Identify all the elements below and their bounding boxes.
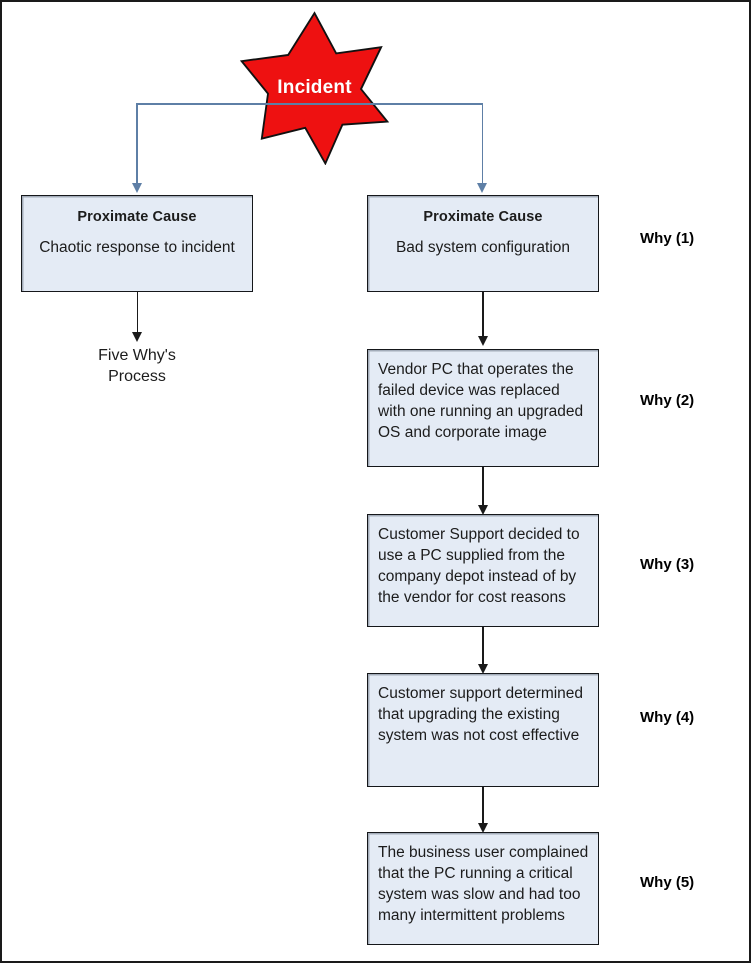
branch-connector-right-vertical (481, 103, 484, 185)
branch-connector-left-vertical (136, 103, 138, 185)
why-box-5-text: The business user complained that the PC… (378, 844, 589, 924)
why-box-2-text: Vendor PC that operates the failed devic… (378, 361, 584, 441)
why-box-2[interactable]: Vendor PC that operates the failed devic… (367, 349, 599, 467)
connector-why2-why3 (482, 467, 484, 513)
proximate-cause-right-body: Bad system configuration (395, 239, 571, 256)
connector-why4-why5 (482, 787, 484, 831)
proximate-cause-box-left[interactable]: Proximate Cause Chaotic response to inci… (21, 195, 253, 292)
proximate-cause-left-body: Chaotic response to incident (39, 239, 235, 256)
branch-arrowhead-left (131, 183, 142, 193)
why-label-4: Why (4) (640, 709, 695, 726)
arrowhead-why4 (477, 664, 488, 674)
five-whys-process-note: Five Why's Process (98, 347, 176, 385)
why-box-3-text: Customer Support decided to use a PC sup… (378, 526, 580, 606)
left-branch-connector (136, 292, 138, 334)
connector-why1-why2 (482, 292, 484, 338)
arrowhead-why2 (477, 336, 488, 346)
arrowhead-why5 (477, 823, 488, 833)
incident-star[interactable]: Incident (237, 10, 392, 165)
branch-connector-horizontal (136, 103, 483, 105)
arrowhead-why3 (477, 505, 488, 515)
proximate-cause-box-right[interactable]: Proximate Cause Bad system configuration (367, 195, 599, 292)
why-box-3[interactable]: Customer Support decided to use a PC sup… (367, 514, 599, 627)
why-box-4[interactable]: Customer support determined that upgradi… (367, 673, 599, 787)
branch-arrowhead-right (477, 183, 487, 193)
left-branch-arrowhead (132, 332, 142, 342)
why-label-2: Why (2) (640, 392, 695, 409)
connector-why3-why4 (482, 627, 484, 672)
why-box-5[interactable]: The business user complained that the PC… (367, 832, 599, 945)
proximate-cause-left-header: Proximate Cause (77, 209, 197, 225)
why-label-3: Why (3) (640, 556, 695, 573)
why-label-5: Why (5) (640, 874, 695, 891)
star-icon (239, 11, 390, 165)
proximate-cause-right-header: Proximate Cause (423, 209, 543, 225)
why-label-1: Why (1) (640, 230, 695, 247)
why-box-4-text: Customer support determined that upgradi… (378, 685, 584, 744)
